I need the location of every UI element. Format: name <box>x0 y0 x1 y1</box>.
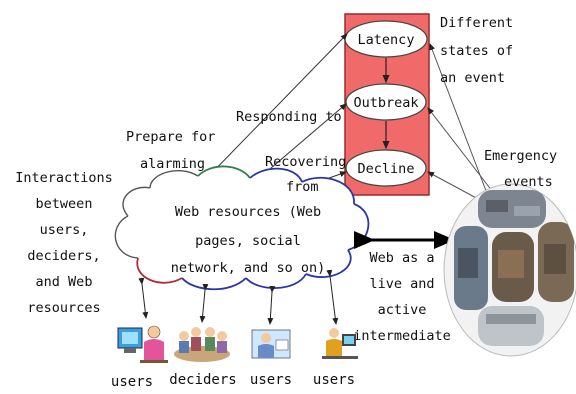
web-resources-line-3: network, and so on) <box>171 260 325 276</box>
arrow-user-2 <box>267 285 276 325</box>
different-states-line-1: Different <box>440 15 513 31</box>
deciders-group-icon <box>174 327 230 362</box>
recovering-line-1: Recovering <box>265 154 346 170</box>
actor-label-users-2: users <box>250 372 292 388</box>
outbreak-node <box>345 83 427 121</box>
interactions-line-1: Interactions <box>15 170 113 186</box>
interactions-line-3: users, <box>40 222 89 238</box>
prepare-line-1: Prepare for <box>126 129 215 145</box>
emergency-events-collage <box>443 183 576 357</box>
prepare-line-2: alarming <box>140 156 205 172</box>
decline-node <box>345 149 427 187</box>
interactions-line-4: deciders, <box>27 248 100 264</box>
interactions-line-5: and Web <box>36 274 93 290</box>
arrow-events-outbreak <box>427 107 497 197</box>
arrow-user-3 <box>326 269 339 325</box>
different-states-line-3: an event <box>440 70 505 86</box>
web-as-line-1: Web as a <box>369 250 434 266</box>
actor-label-users-1: users <box>111 374 153 390</box>
emergency-line-2: events <box>504 174 553 190</box>
user-workstation-icon <box>322 328 358 359</box>
web-as-line-4: intermediate <box>353 328 451 344</box>
outbreak-label: Outbreak <box>353 95 418 111</box>
emergency-line-1: Emergency <box>484 148 557 164</box>
interactions-line-6: resources <box>27 300 100 316</box>
arrow-events-latency <box>429 43 489 197</box>
arrow-decider <box>199 283 209 323</box>
arrow-prepare <box>204 33 348 181</box>
decline-label: Decline <box>358 161 415 177</box>
arrow-events-decline <box>427 171 481 201</box>
user-computer-icon <box>117 325 168 363</box>
arrow-user-1 <box>138 277 149 319</box>
user-desk-icon <box>251 329 291 359</box>
web-as-line-2: live and <box>369 276 434 292</box>
web-resources-line-1: Web resources (Web <box>175 204 321 220</box>
recovering-line-2: from <box>286 179 319 195</box>
actor-label-deciders: deciders <box>169 372 236 388</box>
web-resources-cloud <box>114 165 370 291</box>
different-states-line-2: states of <box>440 43 513 59</box>
latency-label: Latency <box>358 32 415 48</box>
interactions-line-2: between <box>36 196 93 212</box>
web-as-line-3: active <box>378 302 427 318</box>
responding-label: Responding to <box>236 109 342 125</box>
actor-label-users-3: users <box>313 372 355 388</box>
web-resources-line-2: pages, social <box>195 233 301 249</box>
